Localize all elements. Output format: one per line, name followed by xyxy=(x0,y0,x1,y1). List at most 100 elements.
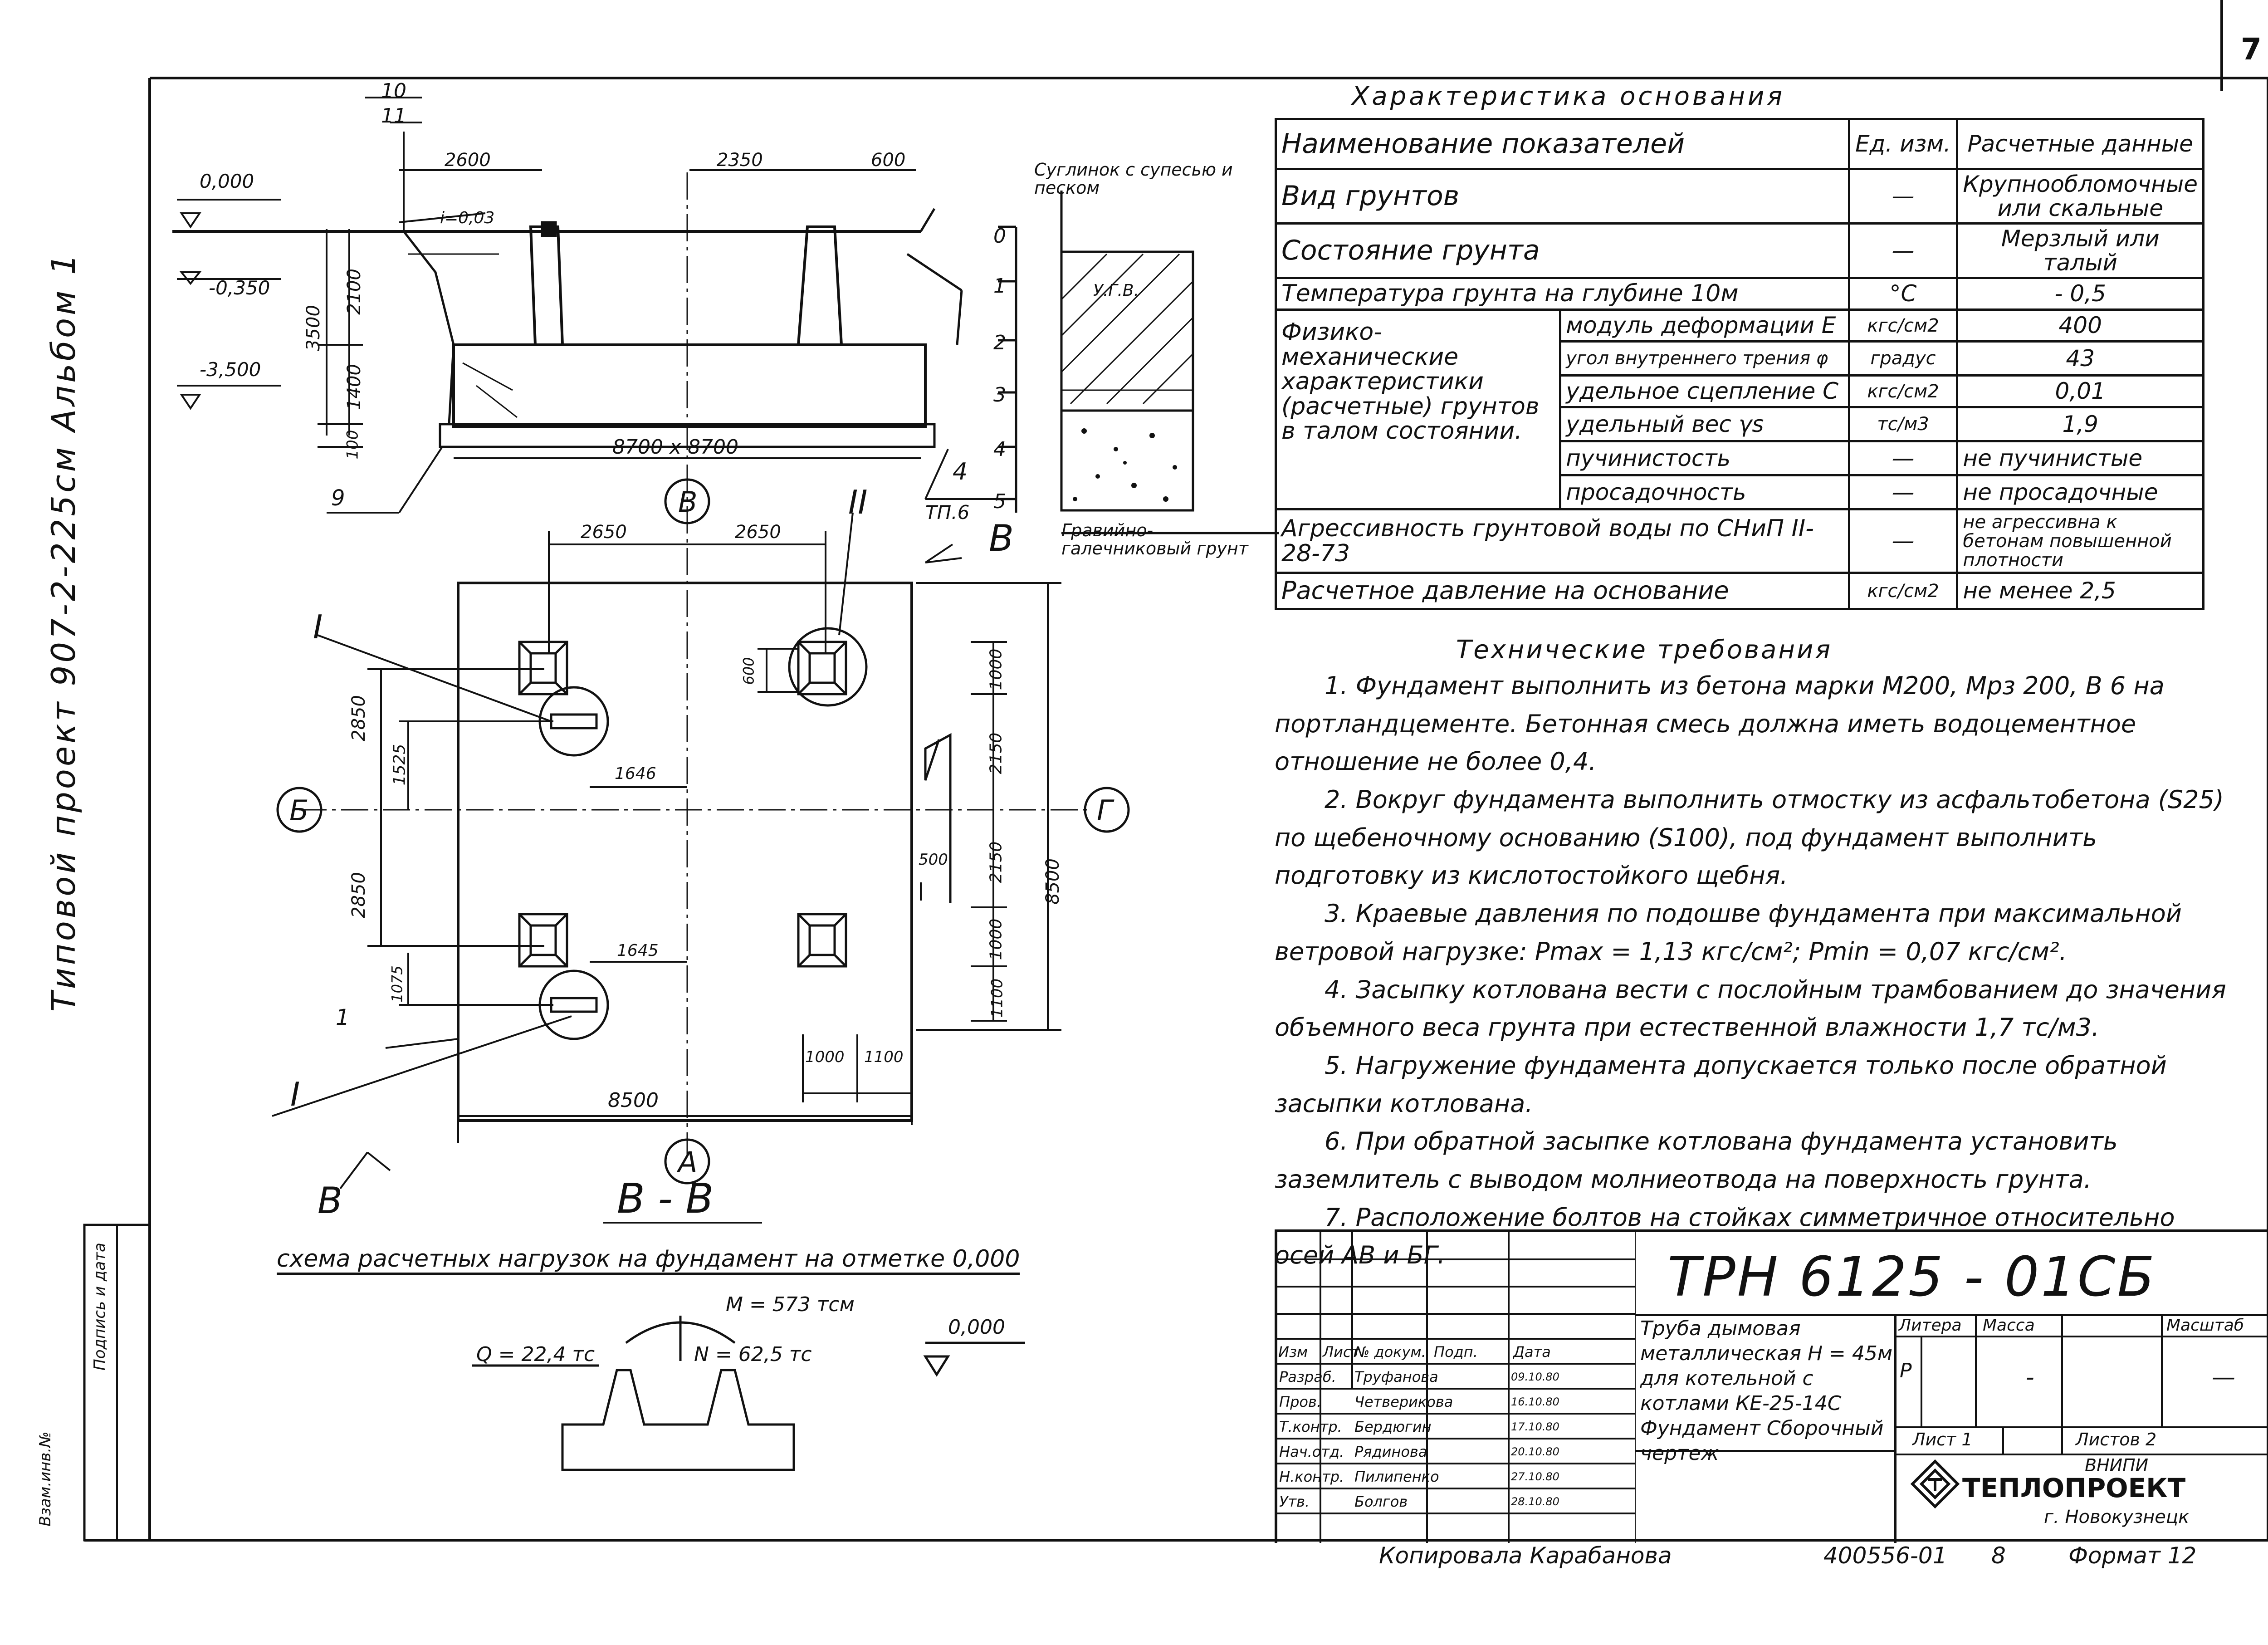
dim-r2150a: 2150 xyxy=(987,732,1006,774)
role-date: 17.10.80 xyxy=(1511,1420,1559,1433)
soil-legend-top: Суглинок с супесью и песком xyxy=(1034,160,1233,198)
group-row-unit: — xyxy=(1848,474,1959,510)
row-name: Температура грунта на глубине 10м xyxy=(1275,277,1850,311)
dim-r8500: 8500 xyxy=(1042,858,1063,905)
col-head-sign: Подп. xyxy=(1434,1343,1478,1361)
pressure-value: не менее 2,5 xyxy=(1956,572,2204,610)
litera-value: Р xyxy=(1900,1359,1912,1382)
role-name: Бердюгин xyxy=(1354,1418,1432,1435)
shear-label: Q = 22,4 тс xyxy=(476,1343,595,1366)
dim-2650a: 2650 xyxy=(581,522,627,543)
ref-1: 1 xyxy=(336,1005,350,1030)
load-level: 0,000 xyxy=(948,1316,1005,1339)
dim-b1000: 1000 xyxy=(805,1048,845,1066)
sheet-number: 7 xyxy=(2241,32,2262,67)
dim-r1100: 1100 xyxy=(988,978,1007,1018)
characteristics-title: Характеристика основания xyxy=(1352,82,1785,111)
section-V-bottom: В xyxy=(318,1180,342,1222)
soil-layer-label: У.Г.В. xyxy=(1093,281,1139,300)
sheets-label: Листов 2 xyxy=(2076,1430,2157,1449)
axial-label: N = 62,5 тс xyxy=(694,1343,812,1366)
requirement-item: 7. Расположение болтов на стойках симмет… xyxy=(1275,1203,2175,1270)
title-block: Изм Лист № докум. Подп. Дата Разраб. Тру… xyxy=(1275,1229,2268,1543)
scale-head: Масштаб xyxy=(2166,1316,2244,1335)
foundation-drawing xyxy=(172,97,1279,1471)
role-name: Болгов xyxy=(1354,1493,1408,1510)
head-name: Наименование показателей xyxy=(1275,118,1850,170)
row-name: Вид грунтов xyxy=(1275,168,1850,225)
axis-A: А xyxy=(678,1146,698,1179)
soil-depth-3: 3 xyxy=(993,383,1006,406)
load-scheme-title: схема расчетных нагрузок на фундамент на… xyxy=(277,1245,1020,1275)
group-row-value: 0,01 xyxy=(1956,374,2204,408)
row-value: Крупнообломочные или скальные xyxy=(1956,168,2204,225)
soil-depth-0: 0 xyxy=(993,225,1006,248)
slope-label: i=0,03 xyxy=(440,209,495,227)
aggr-value: не агрессивна к бетонам повышенной плотн… xyxy=(1956,508,2204,574)
role-date: 09.10.80 xyxy=(1511,1371,1559,1383)
dim-b8500: 8500 xyxy=(608,1089,659,1112)
dim-500: 500 xyxy=(919,851,948,869)
dim-2850a: 2850 xyxy=(348,695,369,741)
role-date: 28.10.80 xyxy=(1511,1495,1559,1508)
section-title: В - В xyxy=(617,1175,714,1223)
sheet-label: Лист 1 xyxy=(1912,1430,1973,1449)
role-name: Пилипенко xyxy=(1354,1468,1439,1485)
role-name: Рядинова xyxy=(1354,1443,1427,1460)
dim-2350: 2350 xyxy=(717,150,763,171)
requirements-title: Технические требования xyxy=(1456,635,1833,665)
dim-1075: 1075 xyxy=(388,965,406,1003)
revision-grid xyxy=(1277,1232,1636,1543)
row-unit: °С xyxy=(1848,277,1959,311)
row-name: Состояние грунта xyxy=(1275,222,1850,279)
dim-r2150b: 2150 xyxy=(987,841,1006,883)
role-date: 16.10.80 xyxy=(1511,1395,1559,1408)
group-row-value: 400 xyxy=(1956,308,2204,343)
role-date: 20.10.80 xyxy=(1511,1445,1559,1458)
litera-grid xyxy=(1894,1314,2268,1455)
group-row-value: 43 xyxy=(1956,340,2204,377)
org-name-2: ТЕПЛОПРОЕКТ xyxy=(1962,1473,2186,1503)
code-divider xyxy=(1636,1314,2268,1316)
group-label: Физико-механические характеристики (расч… xyxy=(1274,308,1562,510)
dim-10: 10 xyxy=(381,79,406,103)
axis-Bsoft: Б xyxy=(289,794,309,827)
group-row-name: просадочность xyxy=(1559,474,1850,510)
role-label: Нач.отд. xyxy=(1279,1443,1344,1460)
role-label: Разраб. xyxy=(1279,1368,1336,1386)
footer-inv: 400556-01 xyxy=(1823,1542,1947,1569)
soil-depth-4: 4 xyxy=(993,438,1006,461)
group-row-name: угол внутреннего трения φ xyxy=(1559,340,1850,377)
dim-600: 600 xyxy=(871,150,906,171)
moment-label: M = 573 тсм xyxy=(726,1293,855,1316)
role-date: 27.10.80 xyxy=(1511,1470,1559,1483)
role-label: Утв. xyxy=(1279,1493,1310,1510)
footer-format: Формат 12 xyxy=(2068,1542,2197,1569)
ref-9: 9 xyxy=(331,485,345,511)
head-value: Расчетные данные xyxy=(1956,118,2204,170)
load-scheme xyxy=(472,1316,1025,1471)
soil-depth-1: 1 xyxy=(993,274,1006,298)
group-row-name: удельное сцепление С xyxy=(1559,374,1850,408)
group-row-unit: кгс/см2 xyxy=(1848,374,1959,408)
level-m035: -0,350 xyxy=(209,277,270,299)
characteristics-table: Наименование показателей Ед. изм. Расчет… xyxy=(1274,118,2204,610)
dim-b1100: 1100 xyxy=(864,1048,904,1066)
row-unit: — xyxy=(1848,222,1959,279)
requirement-item: 5. Нагружение фундамента допускается тол… xyxy=(1275,1051,2167,1118)
requirement-item: 1. Фундамент выполнить из бетона марки М… xyxy=(1275,671,2165,776)
level-m35: -3,500 xyxy=(200,358,261,381)
col-head-izm: Изм xyxy=(1278,1343,1308,1361)
head-unit: Ед. изм. xyxy=(1848,118,1959,170)
soil-depth-2: 2 xyxy=(993,331,1006,354)
group-row-unit: тс/м3 xyxy=(1848,406,1959,442)
dim-base: 8700 x 8700 xyxy=(612,436,738,459)
axis-G: Г xyxy=(1097,794,1113,827)
group-row-value: 1,9 xyxy=(1956,406,2204,442)
ref-4: 4 xyxy=(953,458,968,485)
aggr-unit: — xyxy=(1848,508,1959,574)
litera-head: Литера xyxy=(1899,1316,1962,1335)
dim-2650b: 2650 xyxy=(735,522,781,543)
soil-depth-5: 5 xyxy=(993,490,1006,513)
footer-num: 8 xyxy=(1991,1542,2006,1569)
